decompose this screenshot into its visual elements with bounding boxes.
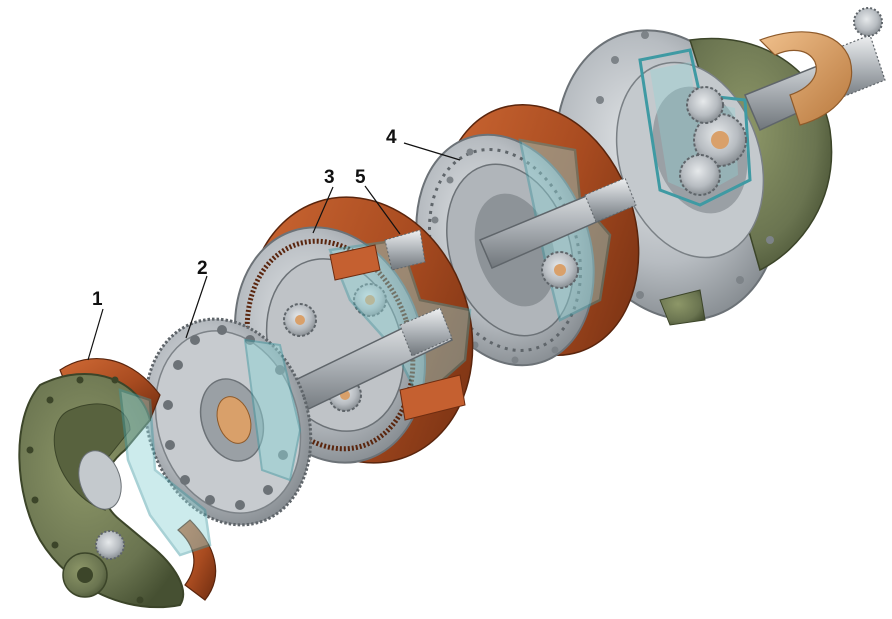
leader-line-1 [87,308,104,361]
leader-line-3 [312,186,334,234]
planet-gear-cluster [679,86,747,196]
callout-label-3: 3 [324,167,335,188]
component-1-end-housing [18,358,217,609]
leader-line-2 [185,275,208,339]
leader-line-4 [403,142,461,161]
callout-label-4: 4 [386,127,397,148]
callout-label-1: 1 [92,289,103,310]
callout-label-5: 5 [355,167,366,188]
component-2-gear-disk [143,317,313,527]
callout-label-2: 2 [197,258,208,279]
clutch-plate-stack [329,244,466,421]
leader-line-5 [364,185,401,235]
pump-block [62,530,125,598]
callouts: 1 2 3 4 5 [87,127,461,361]
